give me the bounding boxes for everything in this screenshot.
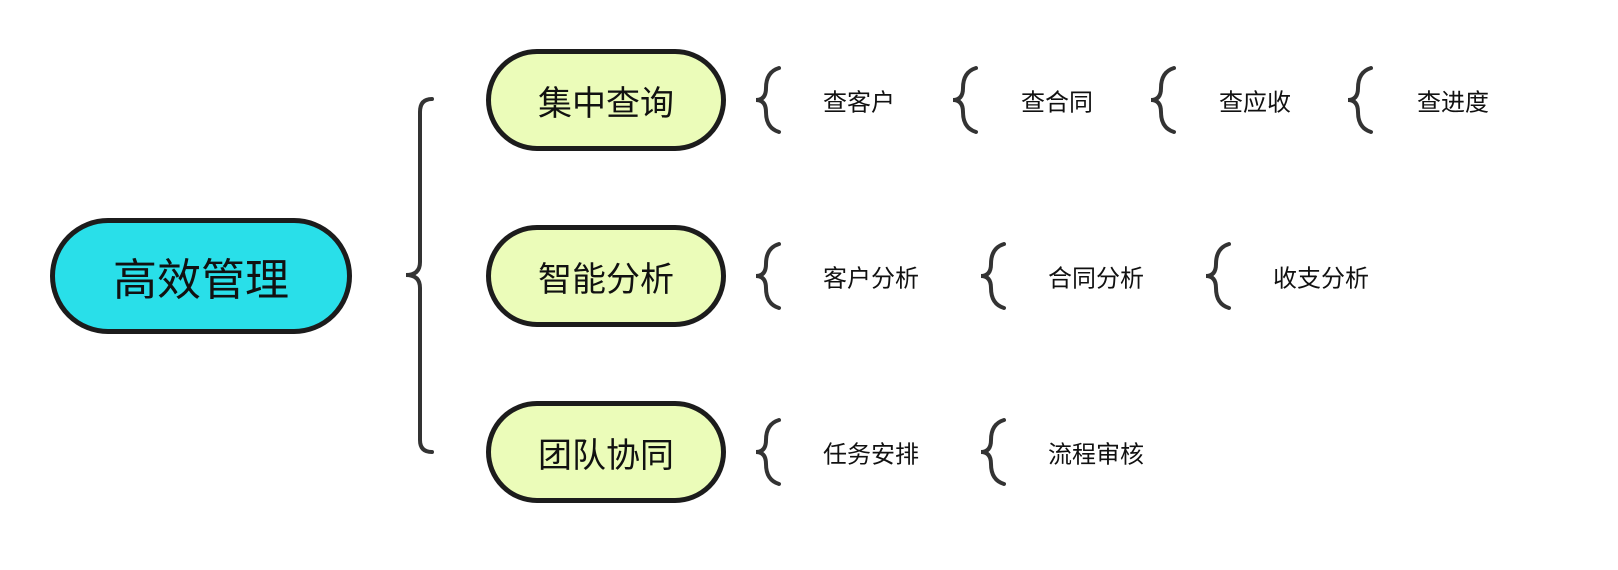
branch-node-query: 集中查询	[486, 49, 726, 151]
leaf-node: 查应收	[1219, 88, 1291, 117]
leaf-node: 流程审核	[1048, 440, 1144, 469]
brace-row2-3	[1205, 242, 1231, 310]
brace-row3-2	[980, 418, 1006, 486]
leaf-node: 查客户	[823, 88, 895, 117]
brace-row1-2	[952, 66, 978, 134]
leaf-node: 收支分析	[1273, 264, 1369, 293]
leaf-node: 查进度	[1417, 88, 1489, 117]
leaf-node: 客户分析	[823, 264, 919, 293]
brace-row1-3	[1150, 66, 1176, 134]
leaf-node: 任务安排	[823, 440, 919, 469]
root-label: 高效管理	[113, 255, 289, 306]
brace-row3-1	[755, 418, 781, 486]
leaf-node: 查合同	[1021, 88, 1093, 117]
branch-label: 集中查询	[538, 83, 674, 124]
brace-row2-2	[980, 242, 1006, 310]
branch-label: 团队协同	[538, 435, 674, 476]
brace-row1-1	[755, 66, 781, 134]
branch-node-analysis: 智能分析	[486, 225, 726, 327]
brace-row1-4	[1347, 66, 1373, 134]
branch-label: 智能分析	[538, 259, 674, 300]
root-brace	[405, 97, 434, 454]
leaf-node: 合同分析	[1048, 264, 1144, 293]
root-node: 高效管理	[50, 218, 352, 334]
brace-row2-1	[755, 242, 781, 310]
branch-node-collaboration: 团队协同	[486, 401, 726, 503]
